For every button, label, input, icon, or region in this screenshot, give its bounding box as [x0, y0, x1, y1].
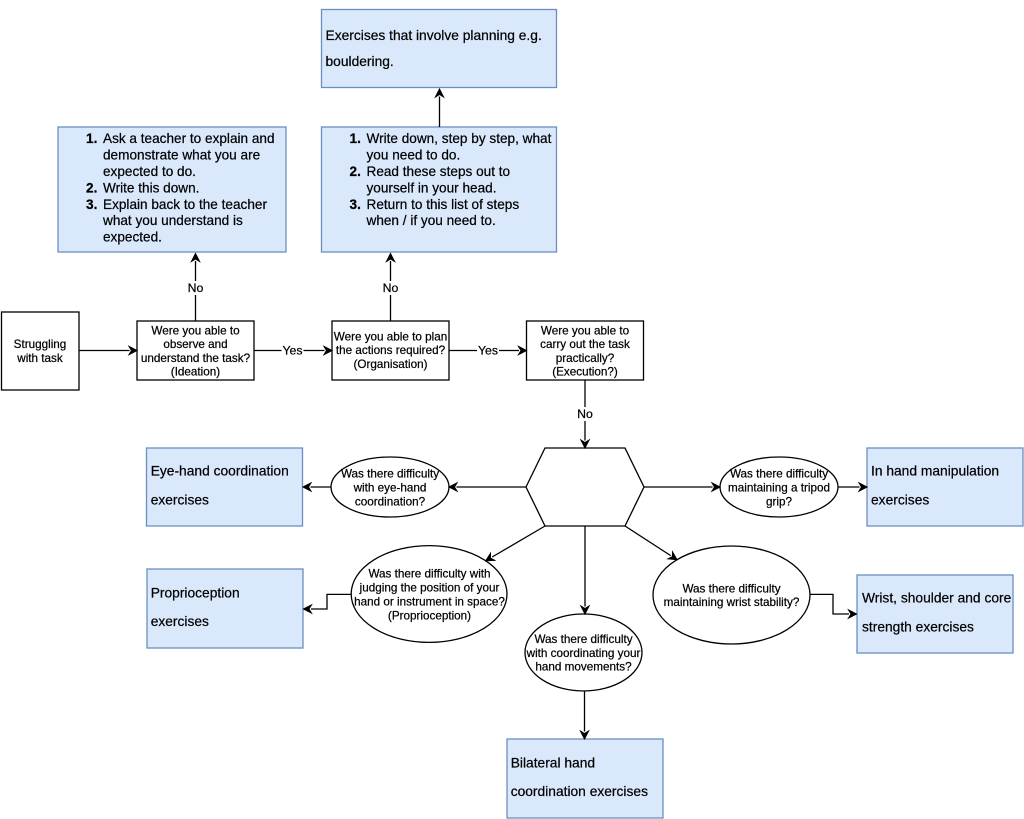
svg-text:(Proprioception): (Proprioception) — [388, 610, 471, 623]
svg-text:Write this down.: Write this down. — [103, 180, 199, 195]
svg-text:hand movements?: hand movements? — [535, 661, 632, 674]
svg-text:2.: 2. — [86, 180, 97, 195]
svg-text:Were you able to: Were you able to — [541, 325, 630, 338]
svg-text:Were you able to: Were you able to — [151, 325, 240, 338]
svg-text:Bilateral hand: Bilateral hand — [511, 756, 595, 771]
svg-text:In hand manipulation: In hand manipulation — [871, 464, 999, 479]
svg-text:(Organisation): (Organisation) — [353, 358, 427, 371]
svg-text:coordination?: coordination? — [355, 495, 426, 508]
svg-text:exercises: exercises — [871, 493, 929, 508]
svg-text:when / if you need to.: when / if you need to. — [366, 213, 496, 228]
svg-text:Write down, step by step, what: Write down, step by step, what — [367, 131, 552, 146]
svg-text:Explain back to the teacher: Explain back to the teacher — [103, 197, 267, 212]
svg-text:with eye-hand: with eye-hand — [353, 481, 427, 494]
svg-text:Struggling: Struggling — [14, 338, 67, 351]
svg-text:hand or instrument in space?: hand or instrument in space? — [354, 596, 505, 609]
svg-text:maintaining wrist stability?: maintaining wrist stability? — [664, 596, 800, 609]
svg-text:with coordinating your: with coordinating your — [526, 647, 641, 660]
svg-text:Eye-hand coordination: Eye-hand coordination — [151, 464, 289, 479]
svg-text:exercises: exercises — [151, 493, 209, 508]
svg-text:Wrist, shoulder and core: Wrist, shoulder and core — [862, 590, 1012, 605]
svg-text:Yes: Yes — [282, 344, 302, 358]
svg-text:coordination exercises: coordination exercises — [511, 784, 648, 799]
svg-text:expected to do.: expected to do. — [103, 164, 196, 179]
svg-text:strength exercises: strength exercises — [862, 619, 974, 634]
svg-text:(Execution?): (Execution?) — [552, 365, 618, 378]
svg-text:1.: 1. — [86, 131, 97, 146]
svg-text:3.: 3. — [350, 197, 361, 212]
svg-text:Exercises that involve plannin: Exercises that involve planning e.g. — [326, 28, 542, 43]
svg-text:understand the task?: understand the task? — [141, 352, 251, 365]
svg-text:grip?: grip? — [766, 495, 792, 508]
svg-text:Was there difficulty: Was there difficulty — [730, 467, 828, 480]
svg-text:1.: 1. — [350, 131, 361, 146]
svg-text:maintaining a tripod: maintaining a tripod — [728, 481, 830, 494]
svg-text:bouldering.: bouldering. — [326, 54, 394, 69]
svg-text:what you understand is: what you understand is — [102, 213, 243, 228]
svg-text:Was there difficulty with: Was there difficulty with — [368, 568, 490, 581]
svg-text:No: No — [383, 281, 399, 295]
svg-text:you need to do.: you need to do. — [367, 148, 461, 163]
svg-text:Was there difficulty: Was there difficulty — [341, 467, 439, 480]
svg-text:Ask a teacher to explain and: Ask a teacher to explain and — [103, 131, 275, 146]
svg-text:No: No — [188, 281, 204, 295]
svg-text:(Ideation): (Ideation) — [171, 365, 220, 378]
svg-text:Yes: Yes — [478, 344, 498, 358]
svg-text:Were you able to plan: Were you able to plan — [334, 331, 448, 344]
svg-text:the actions required?: the actions required? — [336, 344, 446, 357]
svg-text:practically?: practically? — [556, 352, 615, 365]
svg-text:demonstrate what you are: demonstrate what you are — [103, 148, 260, 163]
svg-text:2.: 2. — [350, 164, 361, 179]
svg-text:observe and: observe and — [163, 338, 227, 351]
svg-text:carry out the task: carry out the task — [540, 338, 630, 351]
svg-text:yourself in your head.: yourself in your head. — [367, 180, 497, 195]
svg-text:Proprioception: Proprioception — [151, 586, 240, 601]
svg-text:judging the position of your: judging the position of your — [359, 582, 500, 595]
svg-text:3.: 3. — [86, 197, 97, 212]
svg-text:expected.: expected. — [103, 230, 162, 245]
svg-text:No: No — [577, 407, 593, 421]
svg-text:Return to this list of steps: Return to this list of steps — [367, 197, 520, 212]
svg-text:Was there difficulty: Was there difficulty — [682, 583, 780, 596]
svg-text:with task: with task — [16, 352, 63, 365]
svg-text:Was there difficulty: Was there difficulty — [534, 633, 632, 646]
svg-text:Read these steps out to: Read these steps out to — [367, 164, 511, 179]
svg-text:exercises: exercises — [151, 614, 209, 629]
